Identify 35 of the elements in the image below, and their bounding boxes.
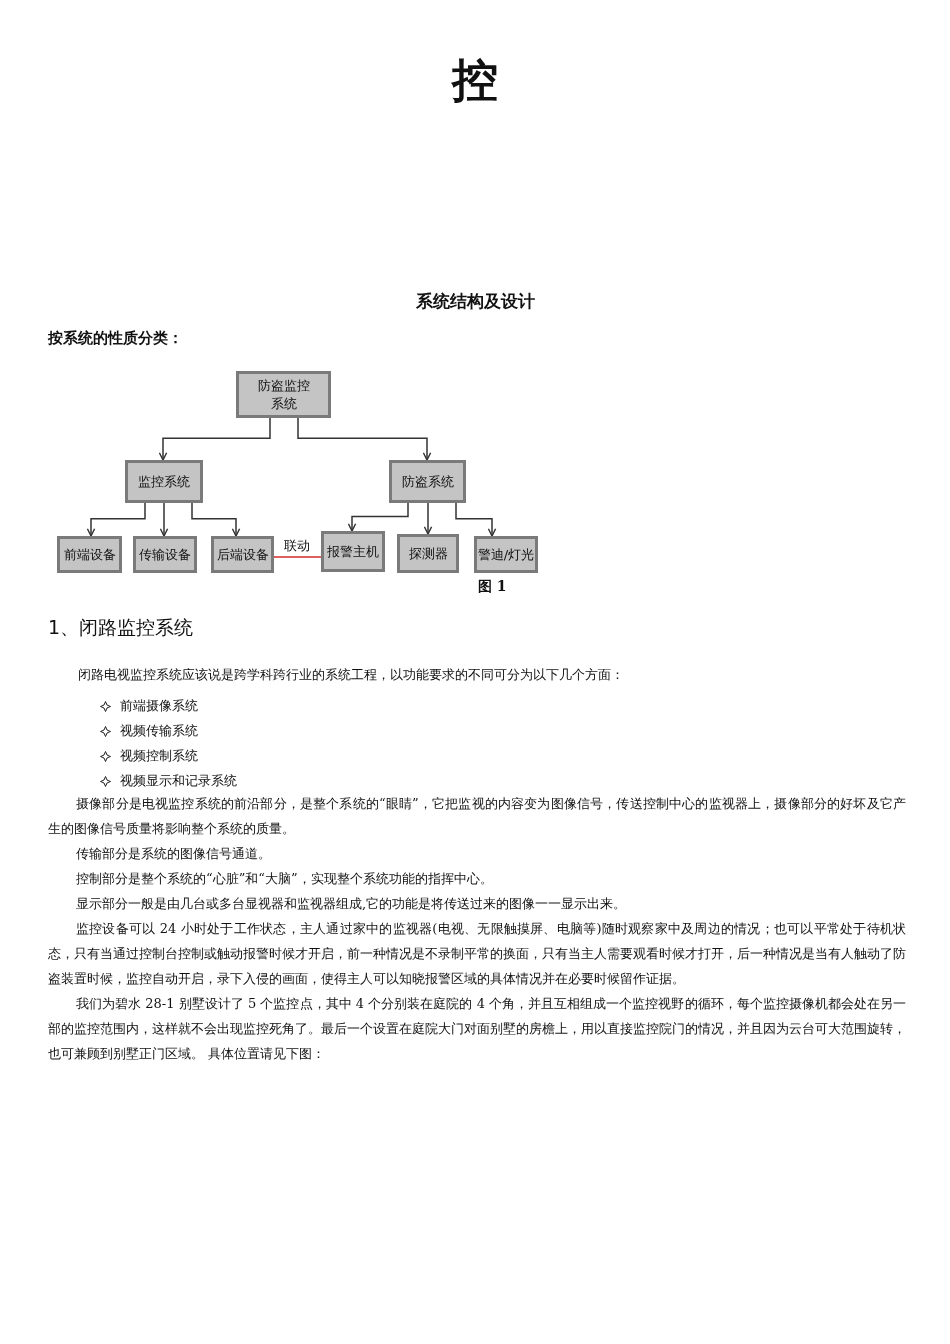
process-box: 监控系统	[125, 460, 203, 503]
process-box: 探测器	[397, 534, 459, 573]
arrow	[297, 417, 432, 461]
page-title: 控	[450, 52, 499, 109]
paragraph: 传输部分是系统的图像信号通道。	[75, 845, 272, 863]
paragraph: 摄像部分是电视监控系统的前沿部分，是整个系统的“眼睛”，它把监视的内容变为图像信号，传送控制中心的监视器上，摄像部分的好坏及它产生的图像信号质量将影响整个系统的质量。	[48, 795, 906, 838]
figure-caption: 图 1	[478, 578, 507, 596]
arrow	[158, 417, 271, 461]
list-item: 视频显示和记录系统	[120, 772, 238, 790]
process-box: 前端设备	[57, 536, 122, 573]
paragraph: 我们为碧水 28-1 别墅设计了 5 个监控点，其中 4 个分别装在庭院的 4 个角，并且互相组成一个监控视野的循环，每个监控摄像机都会处在另一部的监控范围内，这样就不会出现监控死角了。最后一个设置在庭院大门对面别墅的房檐上，用以直接监控院门的情况，并且因为云台可大范围旋转，也可兼顾到别墅正门区域。 具体位置请见下图：	[48, 995, 906, 1063]
connector-line	[273, 556, 322, 558]
edge-label: 联动	[283, 538, 310, 554]
arrow	[86, 502, 146, 537]
section-heading: 1、闭路监控系统	[48, 615, 195, 640]
process-box: 后端设备	[211, 536, 274, 573]
process-box: 防盗监控系统	[236, 371, 331, 418]
section-heading: 系统结构及设计	[414, 290, 536, 313]
subheading: 按系统的性质分类：	[48, 329, 184, 348]
process-box: 报警主机	[321, 531, 385, 572]
arrow	[347, 502, 409, 532]
arrow	[191, 502, 241, 537]
paragraph: 显示部分一般是由几台或多台显视器和监视器组成,它的功能是将传送过来的图像一一显示出来。	[75, 895, 628, 913]
process-box: 警迪/灯光	[474, 536, 538, 573]
paragraph: 闭路电视监控系统应该说是跨学科跨行业的系统工程，以功能要求的不同可分为以下几个方面：	[78, 666, 625, 684]
list-item: 视频控制系统	[120, 747, 199, 765]
process-box: 传输设备	[133, 536, 197, 573]
list-item: 视频传输系统	[120, 722, 199, 740]
arrow	[159, 502, 169, 537]
arrow	[423, 502, 433, 535]
list-item: 前端摄像系统	[120, 697, 199, 715]
process-box: 防盗系统	[389, 460, 466, 503]
arrow	[455, 502, 497, 537]
paragraph: 控制部分是整个系统的“心脏”和“大脑”，实现整个系统功能的指挥中心。	[75, 870, 494, 888]
paragraph: 监控设备可以 24 小时处于工作状态，主人通过家中的监视器(电视、无限触摸屏、电脑等)随时观察家中及周边的情况；也可以平常处于待机状态，只有当通过控制台控制或触动报警时候才开启，前一种情况是不录制平常的换面，只有当主人需要观看时候才打开，后一种情况是当有人触动了防盗装置时候，监控自动开启，录下入侵的画面，使得主人可以知晓报警区域的具体情况并在必要时候留作证据。	[48, 920, 906, 988]
